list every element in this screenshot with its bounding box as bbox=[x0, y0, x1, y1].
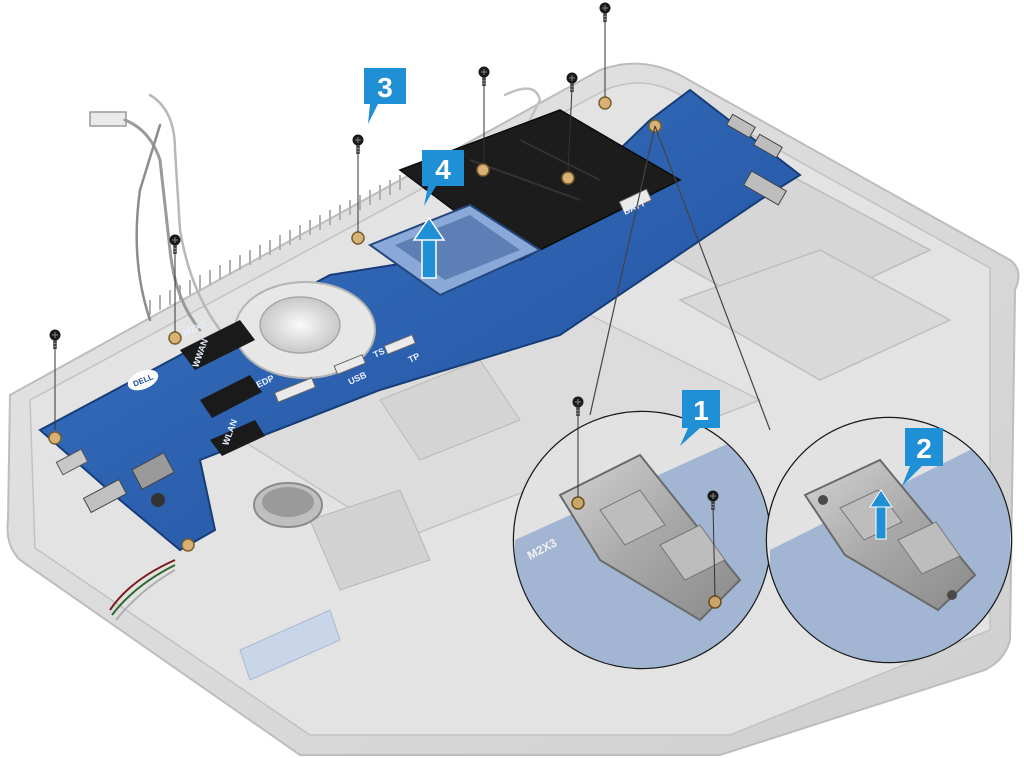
screw-icon bbox=[598, 1, 612, 23]
step-2-label: 2 bbox=[916, 433, 932, 464]
antenna-cables bbox=[89, 87, 542, 332]
step-3-label: 3 bbox=[377, 72, 393, 103]
dell-logo: DELL bbox=[127, 369, 159, 391]
step-4-label: 4 bbox=[435, 154, 451, 185]
tp-connector[interactable] bbox=[383, 334, 417, 355]
ribbon-cable bbox=[379, 359, 521, 461]
screw-set bbox=[48, 1, 612, 430]
vent-grille bbox=[149, 175, 401, 315]
system-fan bbox=[234, 281, 376, 379]
hdmi-port bbox=[742, 170, 788, 206]
speaker-cable bbox=[109, 559, 176, 611]
usb-c-bracket-lifted[interactable] bbox=[803, 458, 977, 612]
detail-view-2 bbox=[765, 416, 1013, 664]
step-1-label: 1 bbox=[693, 395, 709, 426]
screw-icon bbox=[48, 328, 62, 350]
detail-leader bbox=[589, 125, 656, 416]
io-ribbon-board bbox=[239, 609, 341, 681]
tp-label: TP bbox=[407, 351, 422, 365]
sim-slot bbox=[131, 452, 175, 490]
step-callout-4: 4 bbox=[422, 150, 464, 206]
screw-icon bbox=[477, 65, 491, 87]
ribbon-cable bbox=[309, 489, 431, 591]
ssd-slot[interactable] bbox=[210, 420, 265, 456]
ts-label: TS bbox=[372, 346, 387, 360]
usb-connector[interactable] bbox=[333, 354, 367, 375]
screw-icon bbox=[351, 133, 365, 155]
smartcard-reader bbox=[678, 249, 952, 381]
audio-jack bbox=[151, 493, 165, 507]
type-c-port bbox=[753, 133, 783, 159]
step-callout-1: 1 bbox=[680, 390, 720, 446]
wlan-slot[interactable] bbox=[200, 375, 262, 418]
sd-card-slot bbox=[82, 478, 128, 514]
step-callout-2: 2 bbox=[902, 428, 943, 486]
edp-connector[interactable] bbox=[273, 377, 317, 403]
up-arrow-icon bbox=[412, 216, 446, 279]
wwan-slot[interactable] bbox=[180, 320, 255, 370]
battery-connector[interactable] bbox=[618, 188, 653, 214]
up-arrow-icon bbox=[869, 489, 893, 540]
detail-leader bbox=[654, 125, 771, 431]
detail-view-1: M2X3 bbox=[512, 395, 772, 670]
usb-port bbox=[55, 448, 89, 476]
type-c-port bbox=[726, 113, 756, 139]
system-board[interactable]: DELL M2X3 WWAN WLAN EDP USB TP TS BATT bbox=[38, 88, 802, 552]
step-callout-3: 3 bbox=[364, 68, 406, 124]
